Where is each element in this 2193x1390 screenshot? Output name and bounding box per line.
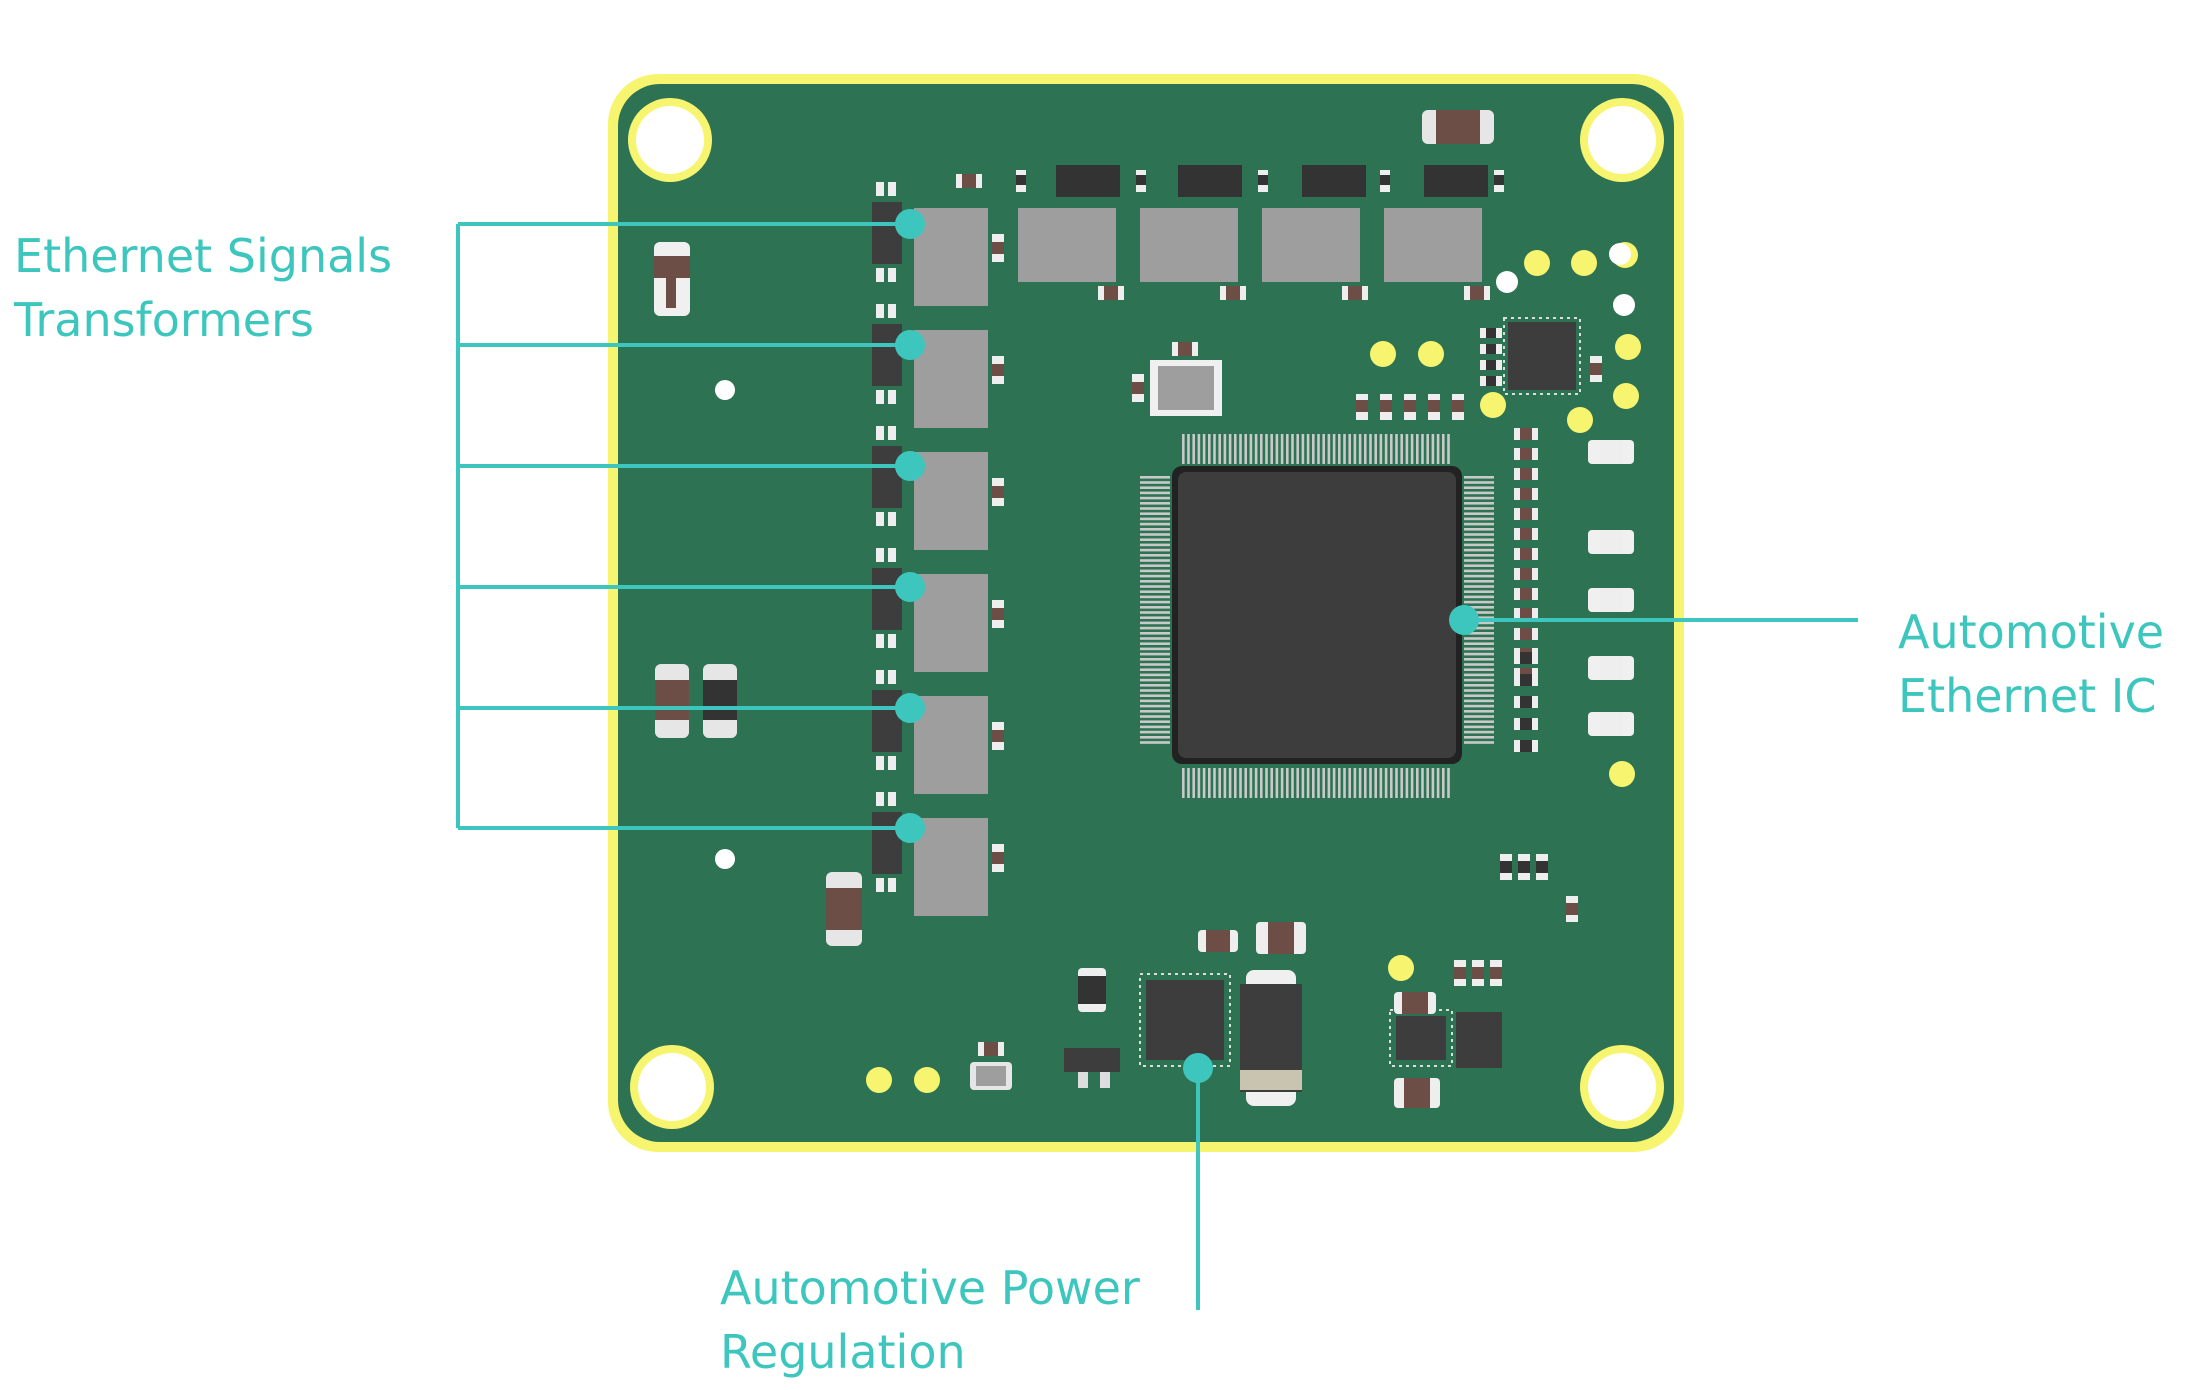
transformers-label-line2: Transformers [14, 293, 314, 347]
transformer-icon [1140, 165, 1268, 300]
transformer-icon [872, 792, 1004, 916]
resistor-icon [1078, 968, 1106, 1012]
transformer-icon [872, 670, 1004, 794]
mounting-hole-icon [1580, 98, 1664, 182]
power-label-line1: Automotive Power [720, 1261, 1140, 1315]
top-transformers [956, 165, 1504, 300]
small-chip [1132, 342, 1222, 416]
transformer-icon [872, 182, 1004, 306]
qfp-chip-icon [1140, 434, 1494, 798]
transformers-label-line1: Ethernet Signals [14, 229, 393, 283]
transformer-icon [872, 548, 1004, 672]
transformer-icon [872, 304, 1004, 428]
qfn-chip [1503, 317, 1581, 395]
transformers-label: Ethernet Signals Transformers [14, 224, 392, 352]
transformer-icon [1384, 165, 1504, 300]
right-components [1356, 328, 1634, 986]
power-label: Automotive Power Regulation [720, 1256, 1140, 1384]
ethernet-ic-label-line1: Automotive [1898, 605, 2165, 659]
transformer-icon [1016, 165, 1146, 300]
capacitor-icon [826, 872, 862, 946]
mounting-holes [628, 98, 1664, 1129]
capacitor-icon [655, 664, 689, 738]
transformer-icon [1262, 165, 1390, 300]
ethernet-ic-label: Automotive Ethernet IC [1898, 600, 2164, 728]
callout-lines [456, 222, 1858, 1310]
left-components [654, 242, 862, 946]
mounting-hole-icon [628, 98, 712, 182]
diode-icon [1240, 970, 1302, 1106]
left-transformers [872, 182, 1004, 916]
capacitor-icon [703, 664, 737, 738]
mounting-hole-icon [1580, 1045, 1664, 1129]
mounting-hole-icon [630, 1045, 714, 1129]
capacitor-icon [1422, 110, 1494, 144]
power-label-line2: Regulation [720, 1325, 966, 1379]
yellow-pads [866, 242, 1641, 1093]
power-section [970, 922, 1502, 1108]
ethernet-ic-label-line2: Ethernet IC [1898, 669, 2157, 723]
diode-icon [654, 242, 690, 316]
capacitor-icon [970, 1062, 1012, 1090]
callout-dots [895, 209, 1479, 1083]
transformer-icon [872, 426, 1004, 550]
